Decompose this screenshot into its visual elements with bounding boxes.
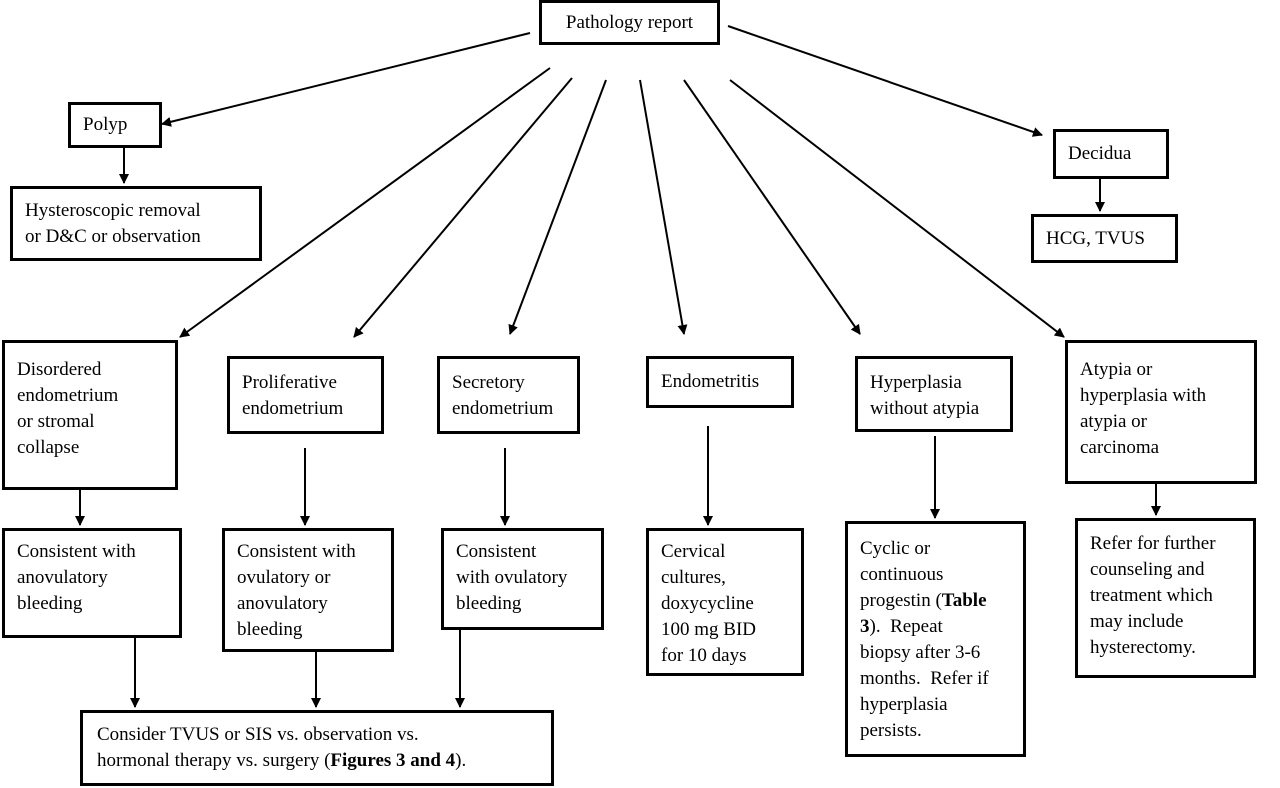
endometritis-result-box: Cervical cultures, doxycycline 100 mg BI… — [646, 528, 804, 676]
result-text: biopsy after 3-6 — [860, 642, 981, 663]
result-line: may include — [1090, 611, 1184, 632]
result-line: Consistent — [456, 541, 537, 562]
figure-reference: Figures 3 and 4 — [330, 750, 456, 771]
polyp-action-box: Hysteroscopic removal or D&C or observat… — [10, 186, 262, 261]
result-line: continuous — [860, 562, 1011, 588]
result-line: biopsy after 3-6 — [860, 640, 1011, 666]
result-line: persists. — [860, 718, 1011, 744]
category-label-line: endometrium — [242, 398, 344, 419]
pathology-report-label: Pathology report — [565, 11, 694, 33]
pathology-report-box: Pathology report — [539, 0, 720, 45]
result-line: counseling and — [1090, 559, 1205, 580]
result-text: hyperplasia — [860, 694, 948, 715]
result-line: bleeding — [17, 593, 83, 614]
result-line: bleeding — [456, 593, 522, 614]
category-label-line: Proliferative — [242, 372, 337, 393]
category-label-line: atypia or — [1080, 411, 1148, 432]
endometritis-box: Endometritis — [646, 356, 794, 408]
polyp-label: Polyp — [83, 114, 128, 135]
hyperplasia-result-box: Cyclic or continuous progestin (Table 3)… — [845, 521, 1026, 757]
polyp-action-line: or D&C or observation — [25, 226, 201, 247]
result-line: doxycycline — [661, 593, 754, 614]
arrow-root-to-atypia — [729, 79, 1065, 338]
category-label-line: Hyperplasia — [870, 372, 962, 393]
arrow-root-to-proliferative — [353, 77, 573, 338]
arrow-root-to-disordered — [179, 67, 551, 338]
result-line: Cyclic or — [860, 536, 1011, 562]
arrow-root-to-decidua — [727, 25, 1043, 137]
result-line: months. Refer if — [860, 666, 1011, 692]
category-label-line: or stromal — [17, 411, 95, 432]
category-label-line: endometrium — [452, 398, 554, 419]
consider-line: Consider TVUS or SIS vs. observation vs. — [97, 724, 419, 745]
decidua-label: Decidua — [1068, 143, 1132, 164]
category-label-line: without atypia — [870, 398, 980, 419]
category-label-line: Endometritis — [661, 371, 760, 392]
polyp-box: Polyp — [68, 102, 162, 148]
polyp-action-line: Hysteroscopic removal — [25, 200, 201, 221]
atypia-box: Atypia or hyperplasia with atypia or car… — [1065, 340, 1257, 484]
table-reference: Table — [941, 590, 987, 611]
result-line: anovulatory — [237, 593, 328, 614]
category-label-line: carcinoma — [1080, 437, 1160, 458]
consider-text: hormonal therapy vs. surgery ( — [97, 750, 331, 771]
consider-text: ). — [455, 750, 467, 771]
category-label-line: Secretory — [452, 372, 525, 393]
category-label-line: Disordered — [17, 359, 102, 380]
category-label-line: Atypia or — [1080, 359, 1153, 380]
result-text: months. Refer if — [860, 668, 989, 689]
secretory-result-box: Consistent with ovulatory bleeding — [441, 528, 604, 630]
proliferative-result-box: Consistent with ovulatory or anovulatory… — [222, 528, 394, 652]
category-label-line: hyperplasia with — [1080, 385, 1207, 406]
hyperplasia-box: Hyperplasia without atypia — [855, 356, 1013, 432]
result-text: Cyclic or — [860, 538, 931, 559]
result-text: ). Repeat — [869, 616, 943, 637]
category-label-line: collapse — [17, 437, 80, 458]
result-line: bleeding — [237, 619, 303, 640]
arrow-root-to-hyperplasia — [683, 79, 861, 335]
disordered-result-box: Consistent with anovulatory bleeding — [2, 528, 182, 638]
result-line: progestin (Table — [860, 588, 1011, 614]
result-text: continuous — [860, 564, 944, 585]
decidua-action-box: HCG, TVUS — [1031, 214, 1178, 263]
result-line: 3). Repeat — [860, 614, 1011, 640]
result-text: progestin ( — [860, 590, 942, 611]
table-reference: 3 — [860, 616, 870, 637]
consider-options-box: Consider TVUS or SIS vs. observation vs.… — [80, 710, 554, 786]
result-line: cultures, — [661, 567, 726, 588]
result-line: Consistent with — [237, 541, 356, 562]
result-line: Refer for further — [1090, 533, 1216, 554]
result-line: treatment which — [1090, 585, 1213, 606]
arrow-root-to-secretory — [508, 79, 607, 335]
arrow-root-to-polyp — [161, 32, 531, 127]
result-line: anovulatory — [17, 567, 108, 588]
result-line: hyperplasia — [860, 692, 1011, 718]
disordered-endometrium-box: Disordered endometrium or stromal collap… — [2, 340, 178, 490]
arrow-root-to-endometritis — [639, 79, 688, 335]
result-line: Consistent with — [17, 541, 136, 562]
consider-line: hormonal therapy vs. surgery (Figures 3 … — [97, 748, 537, 774]
secretory-endometrium-box: Secretory endometrium — [437, 356, 580, 434]
proliferative-endometrium-box: Proliferative endometrium — [227, 356, 384, 434]
atypia-result-box: Refer for further counseling and treatme… — [1075, 518, 1256, 678]
result-line: for 10 days — [661, 645, 747, 666]
category-label-line: endometrium — [17, 385, 119, 406]
result-line: ovulatory or — [237, 567, 331, 588]
result-line: 100 mg BID — [661, 619, 756, 640]
result-line: hysterectomy. — [1090, 637, 1196, 658]
result-text: persists. — [860, 720, 922, 741]
result-line: with ovulatory — [456, 567, 568, 588]
decidua-box: Decidua — [1053, 129, 1169, 179]
result-line: Cervical — [661, 541, 726, 562]
decidua-action-label: HCG, TVUS — [1046, 227, 1145, 249]
